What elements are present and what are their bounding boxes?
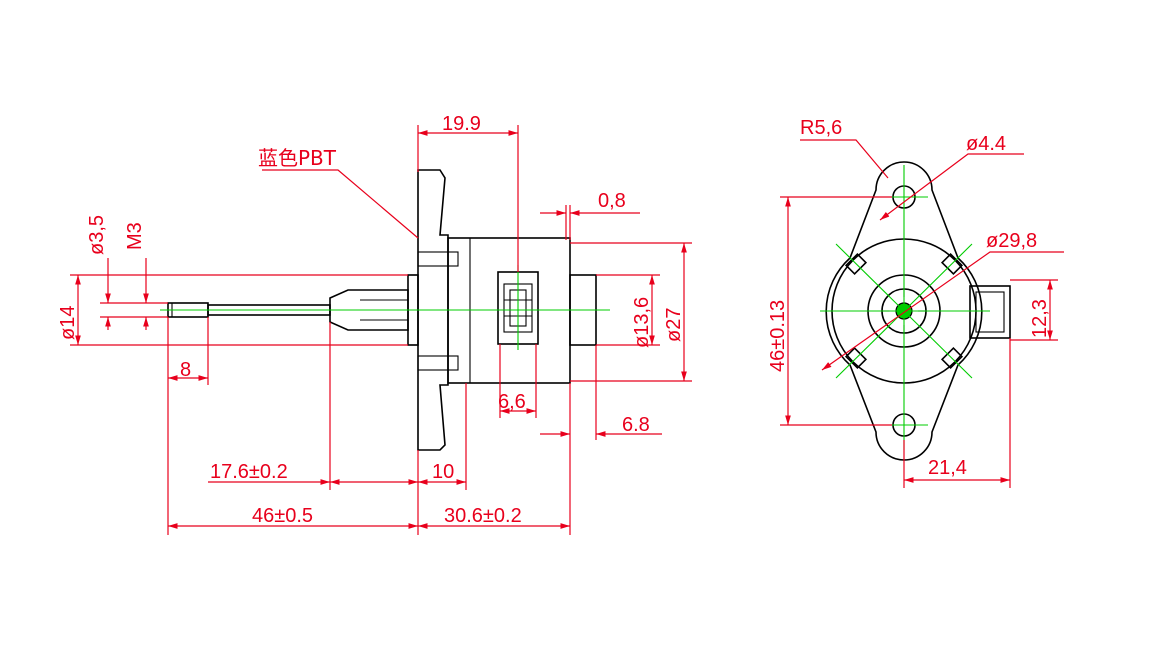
flange-outline — [825, 161, 983, 461]
dim-6-8: 6.8 — [622, 414, 650, 436]
dim-0-8: 0,8 — [598, 190, 626, 212]
dim-8: 8 — [180, 359, 191, 381]
dim-phi4-4: ø4.4 — [966, 133, 1006, 155]
dim-6-6: 6,6 — [498, 391, 526, 413]
dim-30-6: 30.6±0.2 — [444, 505, 522, 527]
dim-r5-6: R5,6 — [800, 117, 842, 139]
dim-21-4: 21,4 — [928, 457, 967, 479]
front-connector — [969, 285, 1011, 339]
material-label: 蓝色PBT — [258, 146, 337, 170]
dim-phi29-8: ø29,8 — [986, 230, 1037, 252]
dim-10: 10 — [432, 461, 454, 483]
dim-46-0-13: 46±0.13 — [767, 300, 789, 372]
dim-46-0-5: 46±0.5 — [252, 505, 313, 527]
dim-phi13-6: ø13,6 — [631, 297, 653, 348]
dim-phi27: ø27 — [663, 308, 685, 342]
front-view — [820, 161, 1011, 461]
side-view — [160, 169, 610, 451]
dim-17-6: 17.6±0.2 — [210, 461, 288, 483]
side-dimensions: 19.9 蓝色PBT 0,8 ø3,5 M3 ø14 8 ø13,6 — [57, 113, 692, 535]
dim-19-9: 19.9 — [442, 113, 481, 135]
dim-m3: M3 — [124, 222, 146, 250]
dim-12-3: 12,3 — [1029, 299, 1051, 338]
dim-phi3-5: ø3,5 — [86, 215, 108, 255]
front-dimensions: R5,6 ø4.4 ø29,8 46±0.13 12,3 21,4 — [767, 117, 1064, 488]
dim-phi14: ø14 — [57, 306, 79, 340]
